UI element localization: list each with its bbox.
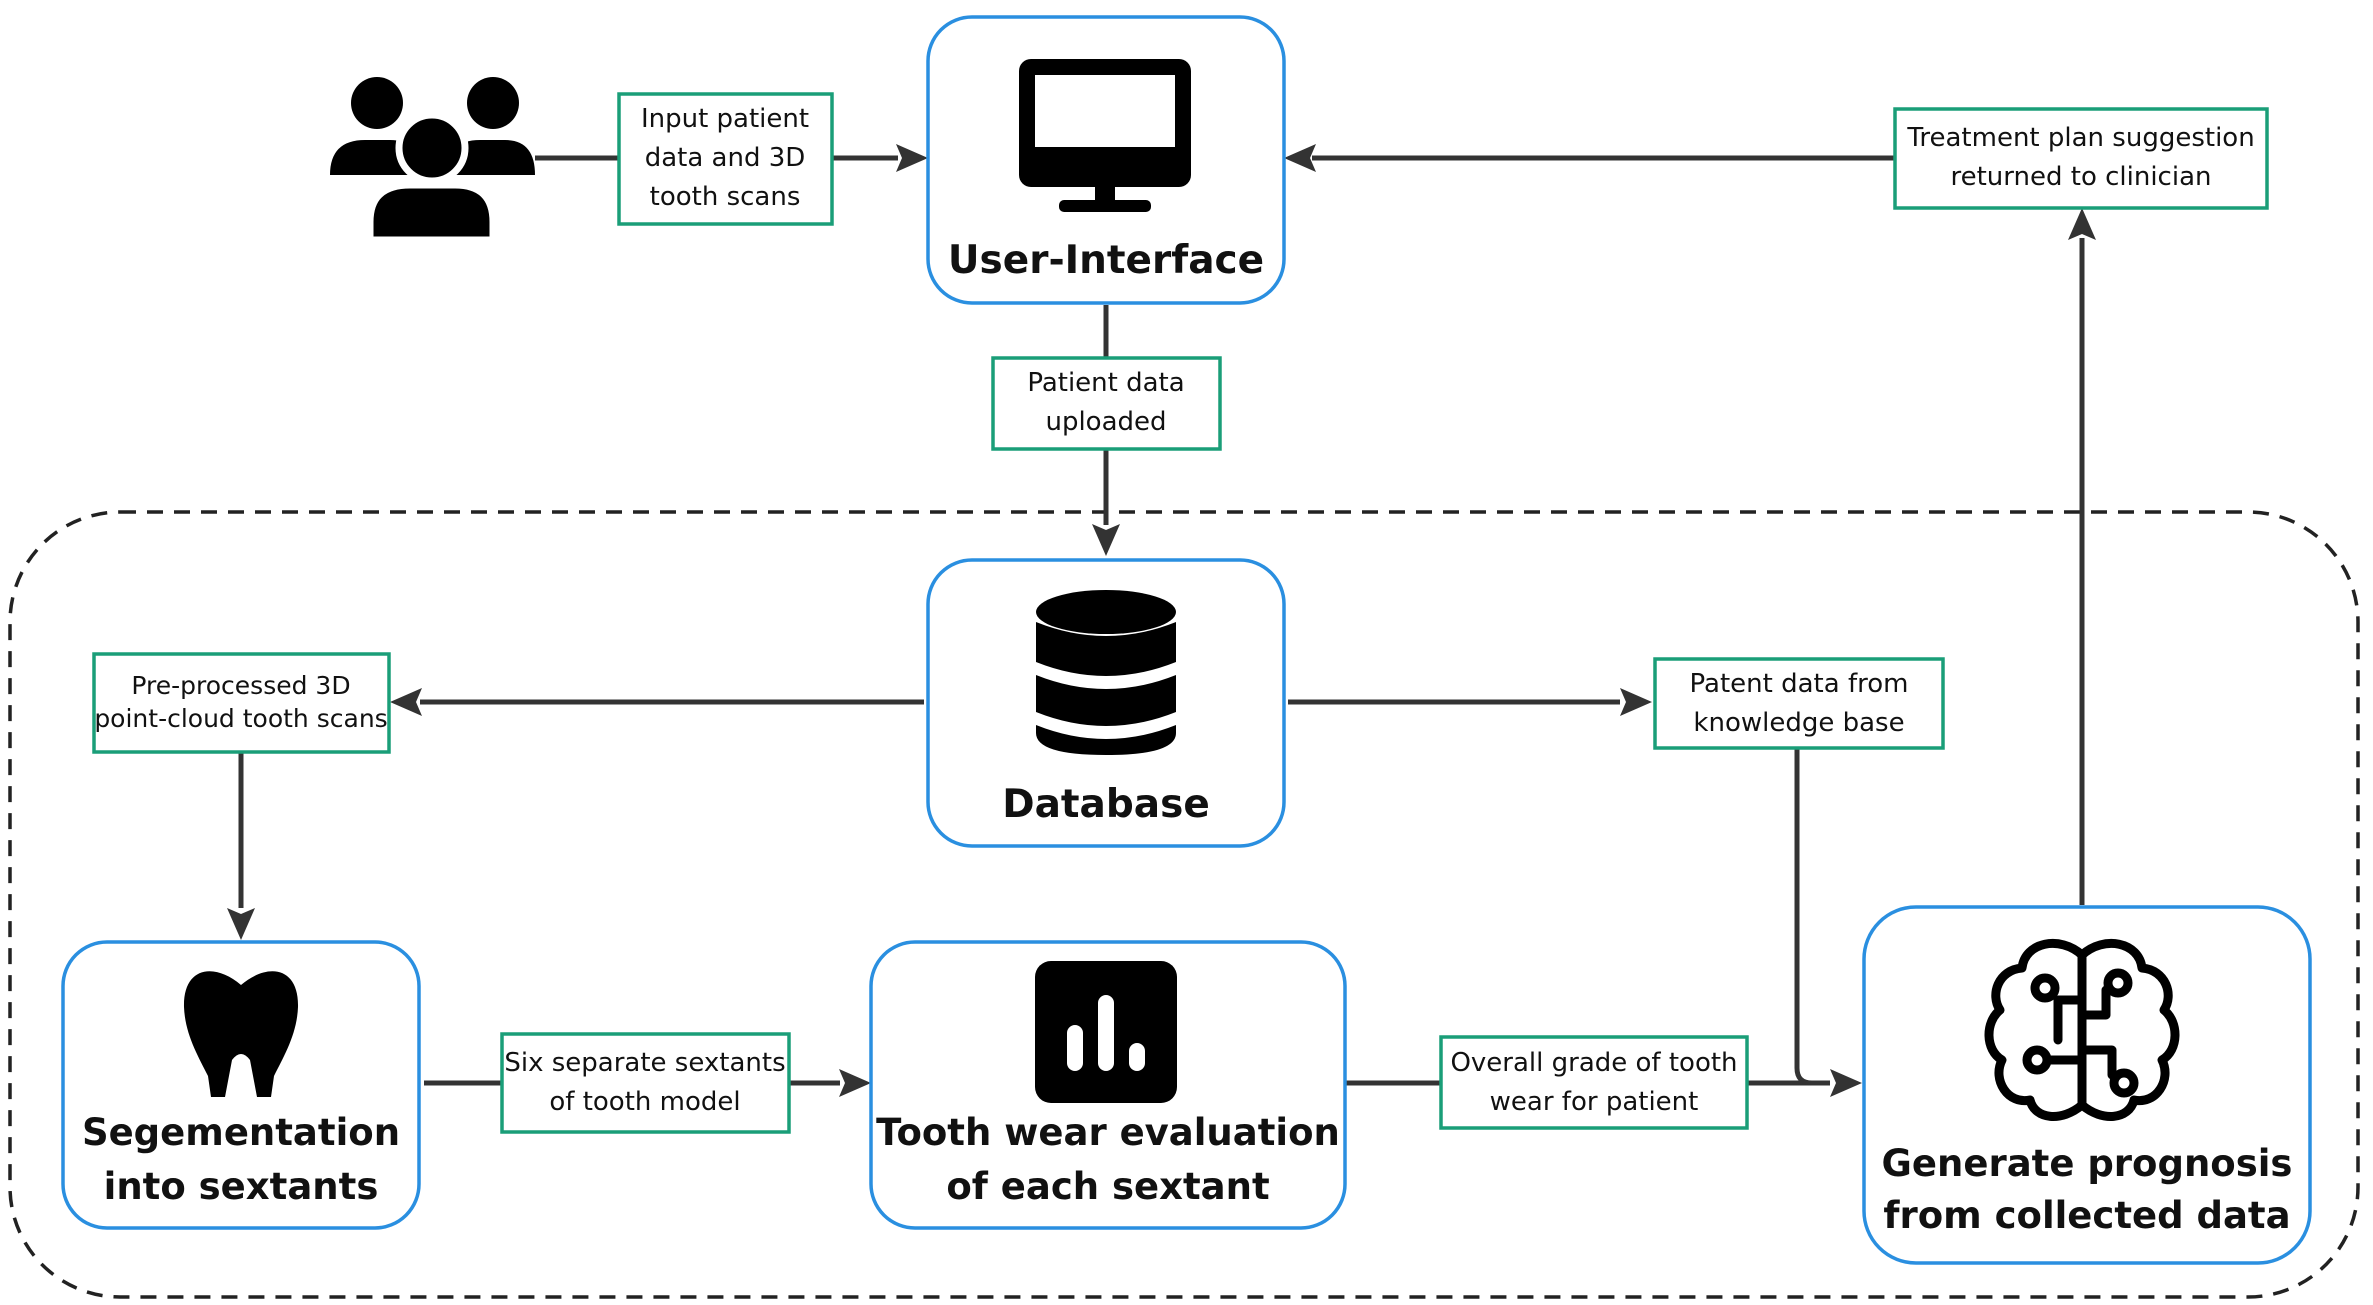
edge-label-preprocessed: Pre-processed 3D point-cloud tooth scans bbox=[92, 652, 391, 754]
bar-chart-icon bbox=[1035, 961, 1177, 1103]
edge-label-grade-line2: wear for patient bbox=[1490, 1087, 1699, 1117]
node-database[interactable]: Database bbox=[926, 558, 1286, 848]
arrowhead-database-to-preprocessed bbox=[390, 688, 422, 716]
edge-label-preprocessed-line1: Pre-processed 3D bbox=[131, 671, 350, 700]
node-label-user-interface: User-Interface bbox=[948, 238, 1264, 283]
brain-circuit-icon bbox=[1984, 938, 2180, 1121]
monitor-icon bbox=[1019, 59, 1191, 212]
node-label-prognosis-line1: Generate prognosis bbox=[1882, 1142, 2293, 1185]
edge-label-input: Input patient data and 3D tooth scans bbox=[617, 92, 834, 226]
edge-label-uploaded-line2: uploaded bbox=[1045, 407, 1166, 437]
edge-label-input-line3: tooth scans bbox=[650, 182, 801, 212]
edge-label-sextants-line1: Six separate sextants bbox=[504, 1048, 785, 1078]
edge-label-grade-line1: Overall grade of tooth bbox=[1450, 1048, 1737, 1078]
edge-label-knowledge-line2: knowledge base bbox=[1693, 708, 1904, 738]
tooth-icon bbox=[183, 971, 299, 1097]
arrowhead-preprocessed-to-segmentation bbox=[227, 908, 255, 940]
edge-label-knowledge-line1: Patent data from bbox=[1690, 669, 1909, 699]
edge-label-input-line1: Input patient bbox=[641, 104, 809, 134]
arrowhead-ui-to-database bbox=[1092, 524, 1120, 556]
system-boundary bbox=[8, 510, 2360, 1299]
node-user-interface[interactable]: User-Interface bbox=[926, 15, 1286, 305]
arrowhead-prognosis-to-treatment bbox=[2068, 208, 2096, 240]
node-prognosis[interactable]: Generate prognosis from collected data bbox=[1862, 905, 2312, 1265]
node-label-segmentation-line2: into sextants bbox=[104, 1165, 379, 1208]
arrowhead-treatment-to-ui bbox=[1284, 144, 1316, 172]
arrowhead-database-to-knowledge bbox=[1620, 688, 1652, 716]
node-segmentation[interactable]: Segementation into sextants bbox=[61, 940, 421, 1230]
database-icon bbox=[1036, 590, 1176, 755]
edge-label-sextants-line2: of tooth model bbox=[549, 1087, 740, 1117]
node-tooth-wear[interactable]: Tooth wear evaluation of each sextant bbox=[869, 940, 1347, 1230]
edge-label-uploaded: Patient data uploaded bbox=[991, 356, 1222, 451]
node-label-prognosis-line2: from collected data bbox=[1883, 1194, 2290, 1237]
edge-label-knowledge: Patent data from knowledge base bbox=[1653, 657, 1945, 750]
edge-label-input-line2: data and 3D bbox=[645, 143, 806, 173]
edge-label-treatment-line2: returned to clinician bbox=[1950, 162, 2211, 192]
arrowhead-users-to-ui bbox=[896, 144, 928, 172]
edge-label-preprocessed-line2: point-cloud tooth scans bbox=[94, 704, 387, 733]
users-group-icon bbox=[330, 77, 535, 244]
node-label-toothwear-line2: of each sextant bbox=[946, 1165, 1269, 1208]
node-label-toothwear-line1: Tooth wear evaluation bbox=[876, 1111, 1340, 1154]
edge-label-treatment: Treatment plan suggestion returned to cl… bbox=[1893, 107, 2269, 210]
arrow-knowledge-to-prognosis bbox=[1794, 748, 1830, 1086]
edge-label-treatment-line1: Treatment plan suggestion bbox=[1906, 123, 2254, 153]
arrowhead-segmentation-to-toothwear bbox=[839, 1069, 871, 1097]
edge-label-grade: Overall grade of tooth wear for patient bbox=[1439, 1035, 1749, 1130]
edge-label-uploaded-line1: Patient data bbox=[1027, 368, 1184, 398]
arrowhead-toothwear-to-prognosis bbox=[1830, 1069, 1862, 1097]
edge-label-sextants: Six separate sextants of tooth model bbox=[500, 1032, 791, 1134]
node-label-database: Database bbox=[1002, 782, 1210, 827]
node-label-segmentation-line1: Segementation bbox=[82, 1111, 400, 1154]
